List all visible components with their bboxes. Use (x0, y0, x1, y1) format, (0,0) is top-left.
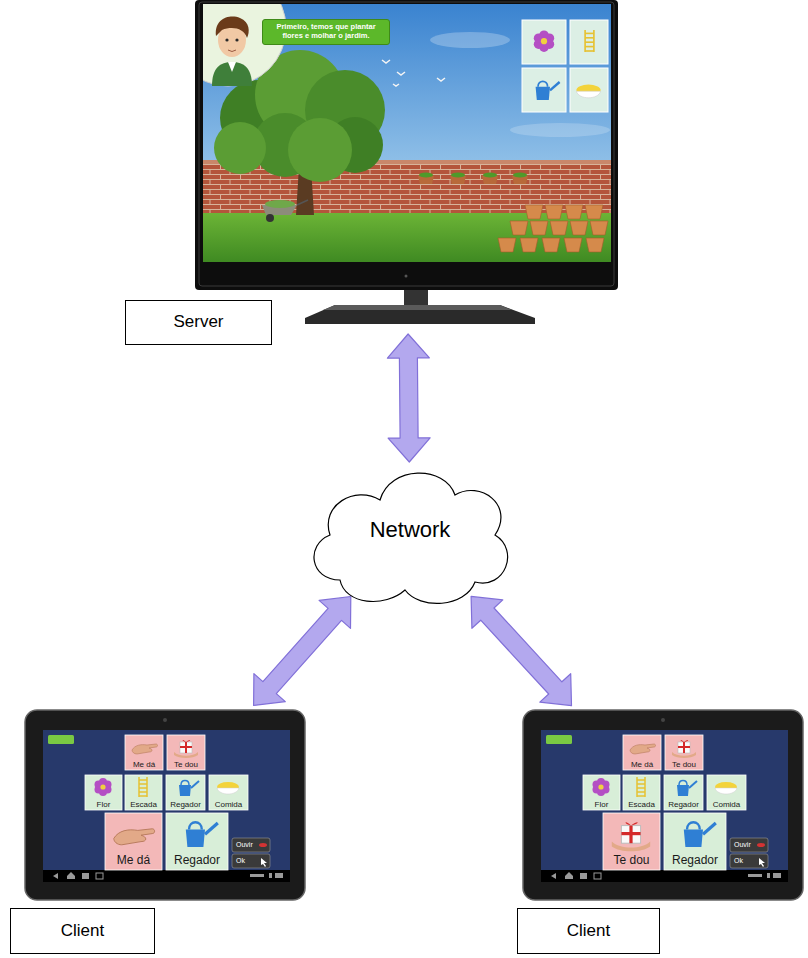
server-display: Primeiro, temos que plantar flores e mol… (195, 0, 618, 328)
client-label: Client (10, 908, 155, 954)
text-slot: Client (518, 909, 659, 953)
text-slot: Network (300, 450, 520, 610)
text-slot: Ok (232, 854, 270, 868)
text-slot: Comida (707, 800, 746, 810)
network-arrow (471, 596, 571, 705)
network-arrow (387, 334, 430, 462)
text-slot: Flor (583, 800, 620, 810)
text-slot: Primeiro, temos que plantar flores e mol… (262, 19, 390, 45)
screen-text: Te dou (174, 761, 198, 770)
screen-text: Comida (713, 801, 741, 810)
screen-text: Regador (668, 801, 699, 810)
text-slot: Ok (730, 854, 768, 868)
screen-text: Me dá (133, 761, 155, 770)
text-slot: Flor (85, 800, 122, 810)
screen-text: Me dá (117, 854, 150, 867)
client-label: Client (517, 908, 660, 954)
screen-text: Regador (174, 854, 220, 867)
text-slot: Ouvir (232, 838, 270, 852)
screen-text: Comida (215, 801, 243, 810)
network-arrow (254, 597, 351, 706)
screen-text: Regador (170, 801, 201, 810)
text-slot: Me dá (623, 760, 661, 770)
client-tablet: Me dáTe douFlorEscadaRegadorComidaMe dáR… (25, 710, 305, 900)
screen-text: Primeiro, temos que plantar flores e mol… (266, 23, 386, 40)
device-label: Client (567, 922, 610, 941)
screen-text: Escada (130, 801, 157, 810)
text-slot: Regador (166, 800, 205, 810)
client-tablet: Me dáTe douFlorEscadaRegadorComidaTe dou… (523, 710, 803, 900)
network-label: Network (370, 518, 451, 542)
text-slot: Regador (664, 800, 703, 810)
text-slot: Te dou (167, 760, 205, 770)
text-slot: Ouvir (730, 838, 768, 852)
server-label: Server (125, 300, 272, 345)
device-label: Server (173, 313, 223, 332)
text-slot: Me dá (125, 760, 163, 770)
text-slot: Me dá (105, 853, 162, 869)
screen-text: Regador (672, 854, 718, 867)
screen-text: Te dou (613, 854, 649, 867)
screen-text: Escada (628, 801, 655, 810)
text-slot: Server (126, 301, 271, 344)
text-slot: Te dou (665, 760, 703, 770)
network-cloud: Network (300, 450, 520, 610)
screen-text: Me dá (631, 761, 653, 770)
screen-text: Te dou (672, 761, 696, 770)
text-slot: Te dou (603, 853, 660, 869)
device-label: Client (61, 922, 104, 941)
screen-text: Ok (734, 857, 743, 865)
text-slot: Escada (623, 800, 660, 810)
screen-text: Ouvir (236, 841, 253, 849)
text-slot: Regador (166, 853, 228, 869)
text-slot: Escada (125, 800, 162, 810)
screen-text: Flor (97, 801, 111, 810)
text-slot: Client (11, 909, 154, 953)
screen-text: Ouvir (734, 841, 751, 849)
screen-text: Ok (236, 857, 245, 865)
text-slot: Regador (664, 853, 726, 869)
screen-text: Flor (595, 801, 609, 810)
text-slot: Comida (209, 800, 248, 810)
cloud-shape (314, 473, 508, 603)
